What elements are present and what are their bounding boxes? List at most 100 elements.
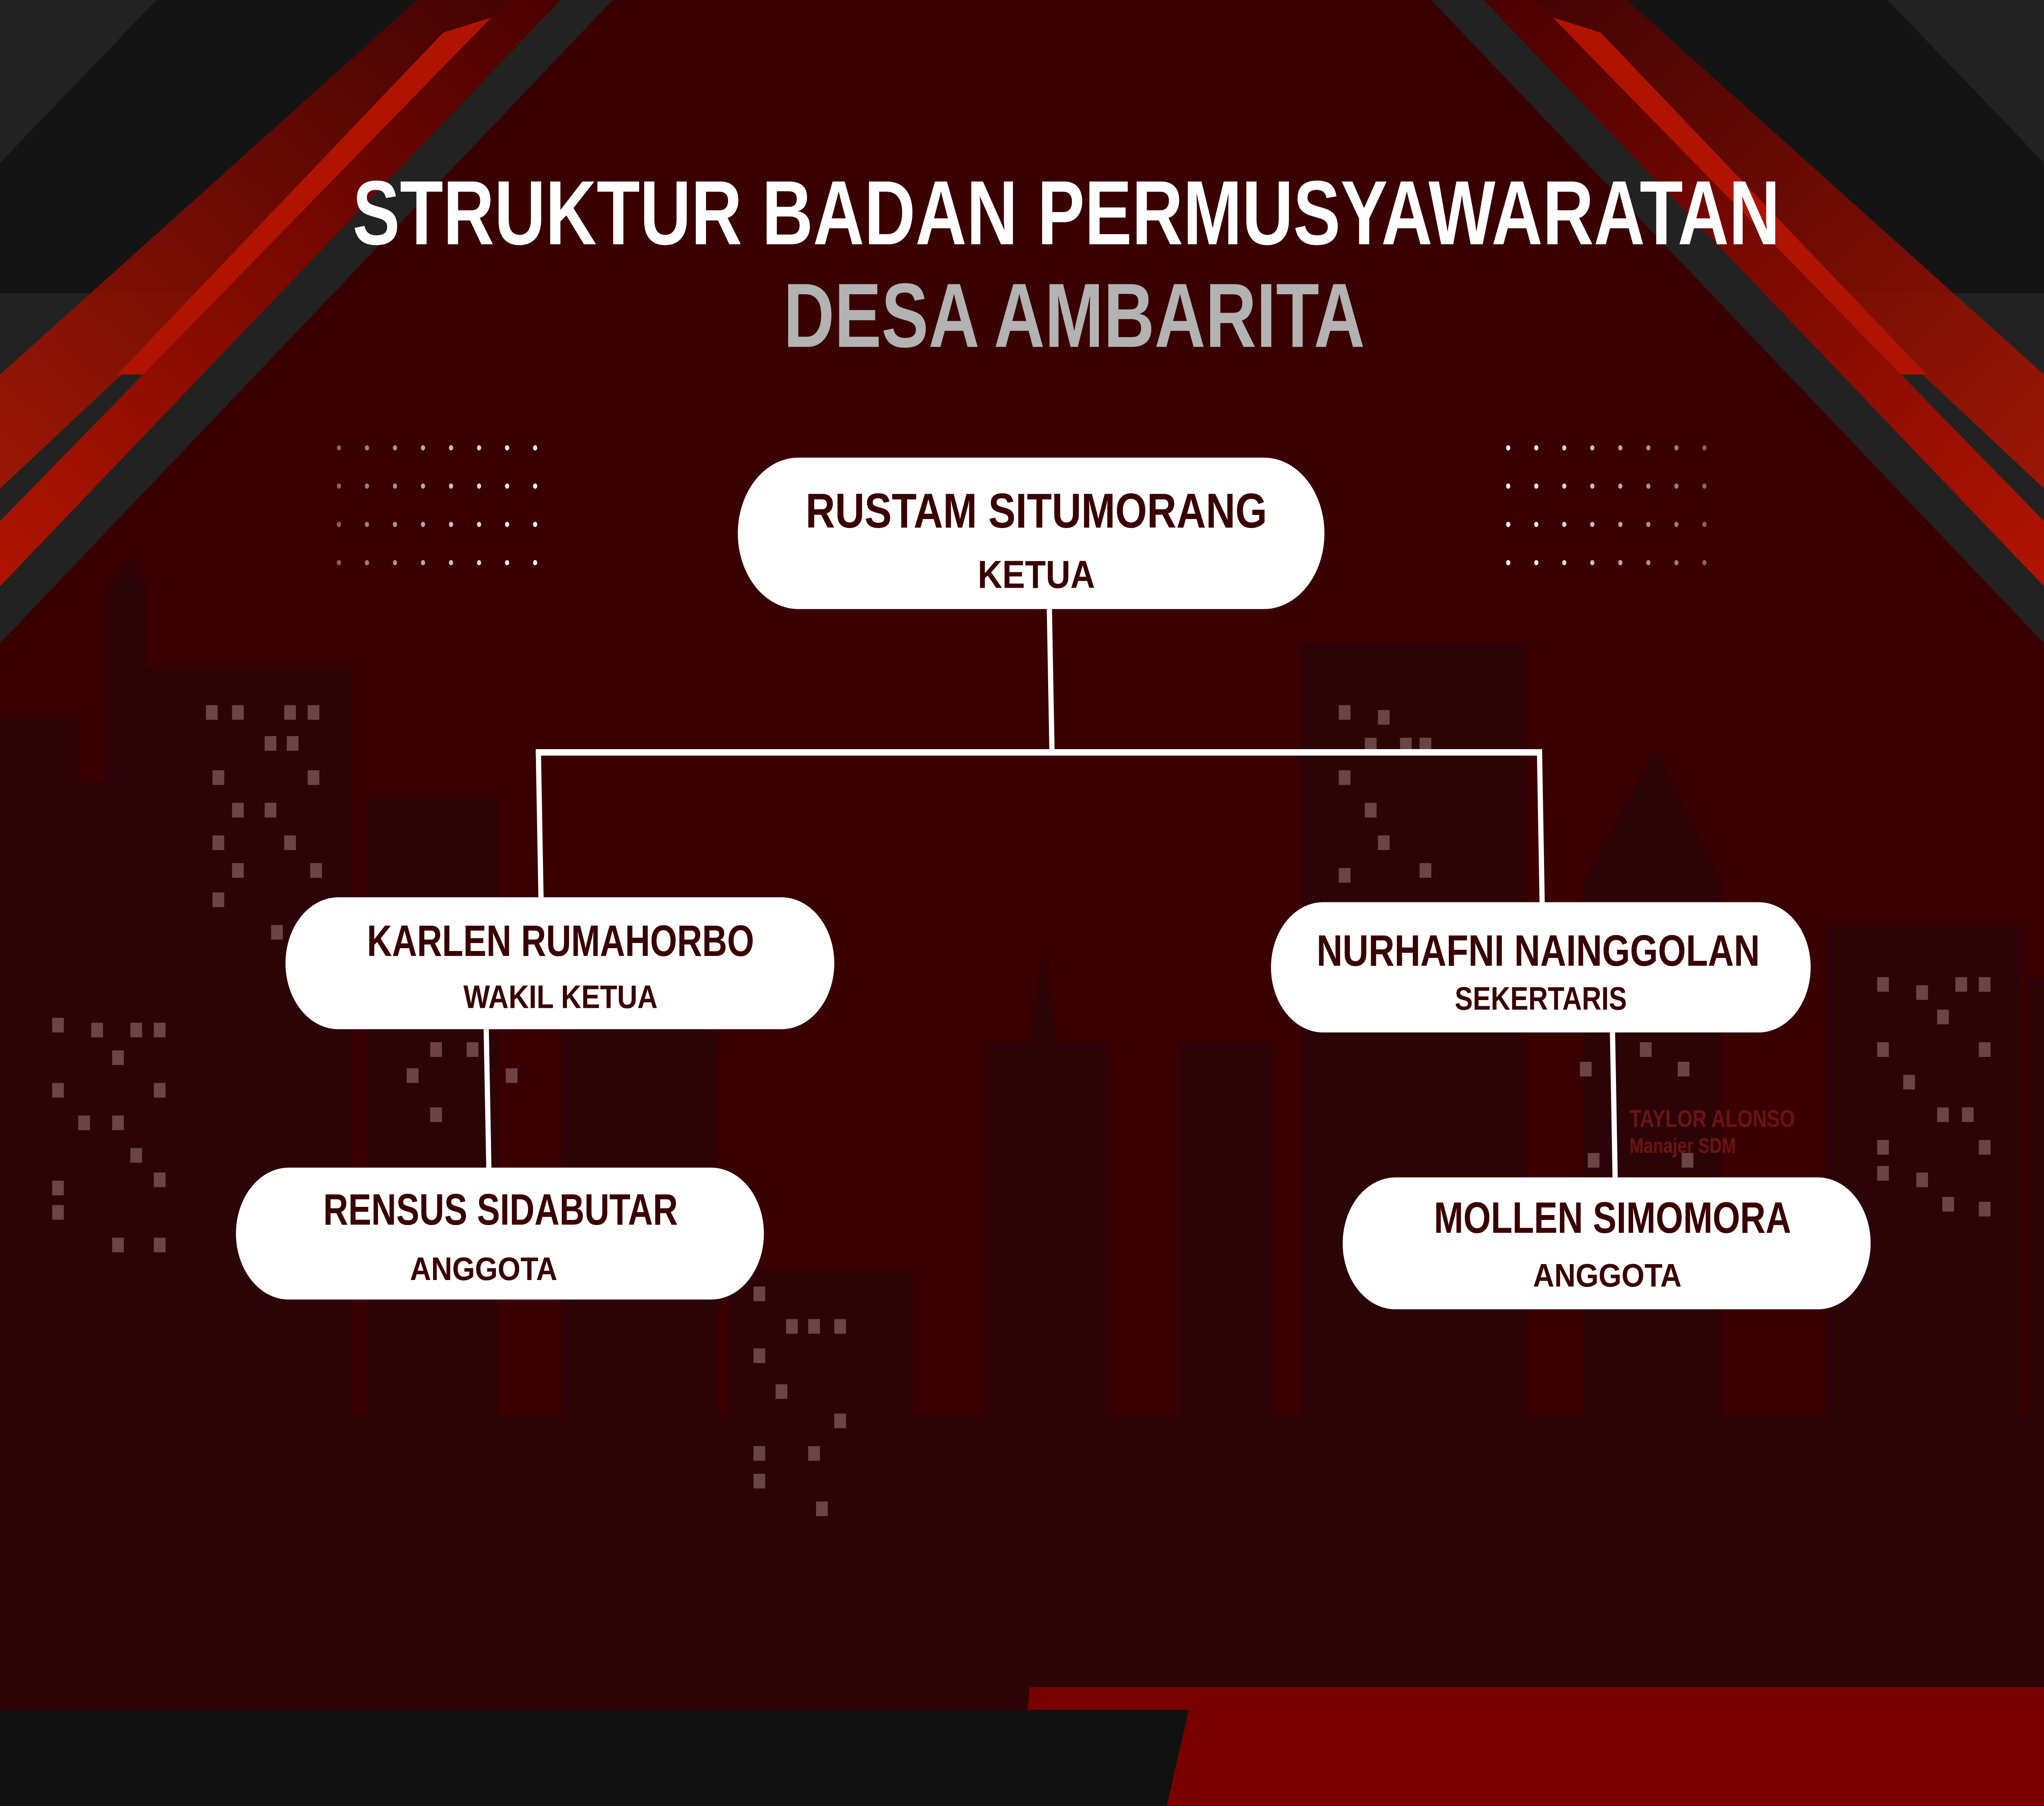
window — [307, 770, 320, 785]
dot — [1618, 445, 1623, 451]
window — [154, 1238, 166, 1253]
window — [1877, 977, 1889, 992]
window — [52, 1018, 64, 1033]
window — [466, 1042, 479, 1057]
window — [130, 1148, 142, 1163]
dot — [336, 483, 341, 489]
connector-lines — [484, 609, 1618, 1178]
dot — [533, 521, 538, 527]
faint-placeholder-name: TAYLOR ALONSO — [1629, 1105, 1795, 1132]
window — [808, 1446, 820, 1461]
dot — [393, 483, 397, 489]
window — [1942, 1197, 1954, 1212]
dot — [1674, 521, 1679, 527]
window — [1338, 770, 1351, 785]
window — [1580, 1062, 1592, 1076]
window — [271, 925, 283, 940]
title-line-1: STRUKTUR BADAN PERMUSYAWARATAN — [353, 162, 1780, 264]
window — [154, 1083, 166, 1098]
window — [52, 1180, 64, 1195]
window — [112, 1238, 124, 1253]
dot — [365, 445, 369, 451]
node-role: KETUA — [978, 553, 1095, 596]
dot — [533, 560, 538, 566]
dot — [1674, 560, 1679, 566]
window — [91, 1023, 103, 1038]
window — [52, 1083, 64, 1098]
dot — [336, 560, 341, 566]
window — [154, 1023, 166, 1038]
window — [406, 1068, 419, 1083]
dot — [1590, 445, 1595, 451]
window — [1877, 1140, 1889, 1155]
dot — [1702, 560, 1707, 566]
dot — [1562, 521, 1567, 527]
dot — [336, 445, 341, 451]
dot — [1562, 483, 1567, 489]
dot — [393, 521, 397, 527]
dot — [1534, 445, 1539, 451]
window — [1979, 1202, 1991, 1217]
node-role: WAKIL KETUA — [464, 979, 658, 1015]
dot — [1618, 483, 1623, 489]
window — [284, 835, 296, 850]
window — [232, 705, 244, 720]
dot — [393, 560, 397, 566]
decor-top-left — [0, 0, 613, 643]
dot — [1590, 483, 1595, 489]
window — [1937, 1009, 1949, 1025]
dot — [365, 521, 369, 527]
window — [212, 892, 224, 907]
window — [1640, 1042, 1652, 1057]
dot — [505, 445, 509, 451]
bottom-red-bar — [1017, 1687, 2044, 1806]
window — [1877, 1042, 1889, 1057]
node-name: RENSUS SIDABUTAR — [323, 1185, 678, 1234]
dot — [1674, 483, 1679, 489]
window — [1338, 705, 1351, 720]
dot — [1506, 560, 1511, 566]
node-role: SEKERTARIS — [1455, 981, 1627, 1017]
dot — [1590, 521, 1595, 527]
node-name: KARLEN RUMAHORBO — [367, 916, 754, 965]
window — [1681, 1153, 1694, 1168]
node-name: NURHAFNI NAINGGOLAN — [1317, 926, 1760, 975]
window — [1587, 1153, 1600, 1168]
dot — [477, 445, 481, 451]
window — [154, 1172, 166, 1187]
window — [753, 1446, 765, 1461]
dot — [1618, 560, 1623, 566]
window — [1338, 868, 1351, 883]
window — [310, 863, 322, 878]
node-sekretaris: NURHAFNI NAINGGOLAN SEKERTARIS — [1271, 902, 1811, 1033]
dot — [449, 560, 453, 566]
window — [112, 1115, 124, 1130]
dot — [533, 483, 538, 489]
building-windows — [52, 705, 1991, 1516]
dot-grid-left — [336, 445, 538, 566]
window — [808, 1319, 820, 1334]
dot — [1534, 560, 1539, 566]
dot — [1534, 521, 1539, 527]
dot — [1646, 560, 1651, 566]
window — [1979, 1042, 1991, 1057]
dot — [1646, 445, 1651, 451]
window — [1962, 1107, 1974, 1122]
window — [232, 863, 244, 878]
window — [753, 1348, 765, 1363]
window — [232, 803, 244, 818]
window — [130, 1023, 142, 1038]
dot — [449, 521, 453, 527]
dot — [421, 483, 425, 489]
dot — [449, 445, 453, 451]
window — [1937, 1107, 1949, 1122]
dot — [1646, 483, 1651, 489]
dot — [505, 483, 509, 489]
dot — [1702, 483, 1707, 489]
window — [1378, 835, 1390, 850]
dot — [505, 521, 509, 527]
node-anggota-2: MOLLEN SIMOMORA ANGGOTA — [1342, 1177, 1871, 1309]
window — [430, 1042, 442, 1057]
dot — [449, 483, 453, 489]
